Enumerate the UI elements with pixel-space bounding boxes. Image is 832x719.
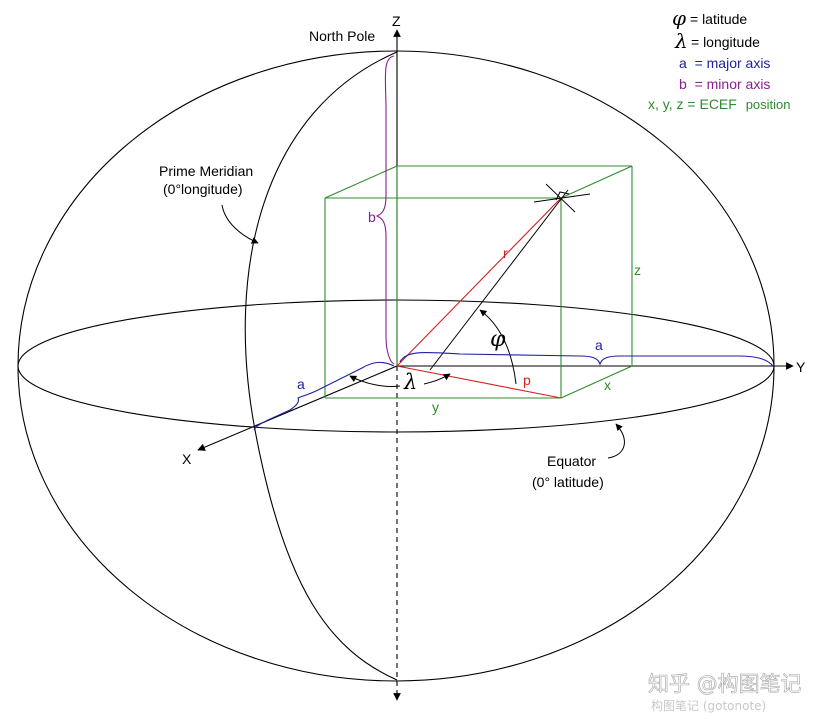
- lambda-arrow-right: [423, 373, 451, 385]
- legend-major-axis: a = major axis: [679, 55, 770, 71]
- watermark-line1: 知乎 @构图笔记: [648, 672, 802, 696]
- lambda-arrow-left: [349, 375, 401, 387]
- z-axis-label: Z: [392, 13, 401, 29]
- legend: φ = latitude λ = longitude a = major axi…: [648, 6, 791, 112]
- legend-phi-symbol: φ: [672, 6, 686, 30]
- ecef-box: [324, 165, 633, 399]
- phi-arc: [479, 309, 517, 385]
- legend-lambda-symbol: λ: [674, 29, 688, 53]
- p-vector: [396, 365, 562, 399]
- legend-ecef: x, y, z = ECEF position: [648, 96, 791, 112]
- watermark-line2: 构图笔记 (gotonote): [651, 698, 766, 713]
- equator-callout: [607, 423, 625, 459]
- x-dim-label: x: [604, 377, 611, 393]
- legend-lambda-text: = longitude: [691, 34, 760, 50]
- a-right-label: a: [595, 337, 603, 353]
- legend-ecef-suffix: position: [746, 97, 791, 112]
- legend-phi-text: = latitude: [690, 11, 747, 27]
- b-label: b: [368, 209, 376, 225]
- equator-sub-label: (0° latitude): [532, 474, 604, 490]
- y-dim-label: y: [432, 399, 439, 415]
- lambda-symbol: λ: [403, 370, 417, 394]
- b-brace: [375, 55, 395, 365]
- right-angle-mark: [555, 191, 570, 201]
- a-brace-left: [253, 361, 395, 431]
- phi-symbol: φ: [490, 327, 506, 352]
- x-axis-label: X: [182, 451, 192, 467]
- prime-meridian-callout: [221, 204, 259, 244]
- a-left-label: a: [297, 376, 305, 392]
- tangent-line-2: [545, 183, 576, 213]
- equator-label: Equator: [547, 453, 596, 469]
- prime-meridian-sub-label: (0°longitude): [163, 181, 243, 197]
- normal-line: [429, 189, 569, 371]
- watermark: 知乎 @构图笔记 构图笔记 (gotonote): [648, 672, 802, 713]
- r-label: r: [503, 245, 508, 261]
- r-vector: [396, 197, 562, 367]
- prime-meridian-curve: [244, 51, 398, 681]
- tangent-line: [533, 193, 591, 203]
- legend-minor-axis: b = minor axis: [679, 76, 770, 92]
- x-axis-line: [197, 365, 398, 451]
- north-pole-label: North Pole: [309, 28, 375, 44]
- prime-meridian-label: Prime Meridian: [159, 163, 253, 179]
- z-dim-label: z: [634, 262, 641, 278]
- p-label: p: [523, 372, 531, 388]
- y-axis-label: Y: [796, 359, 806, 375]
- a-brace-right: [399, 351, 774, 367]
- legend-ecef-main: x, y, z = ECEF: [648, 96, 737, 112]
